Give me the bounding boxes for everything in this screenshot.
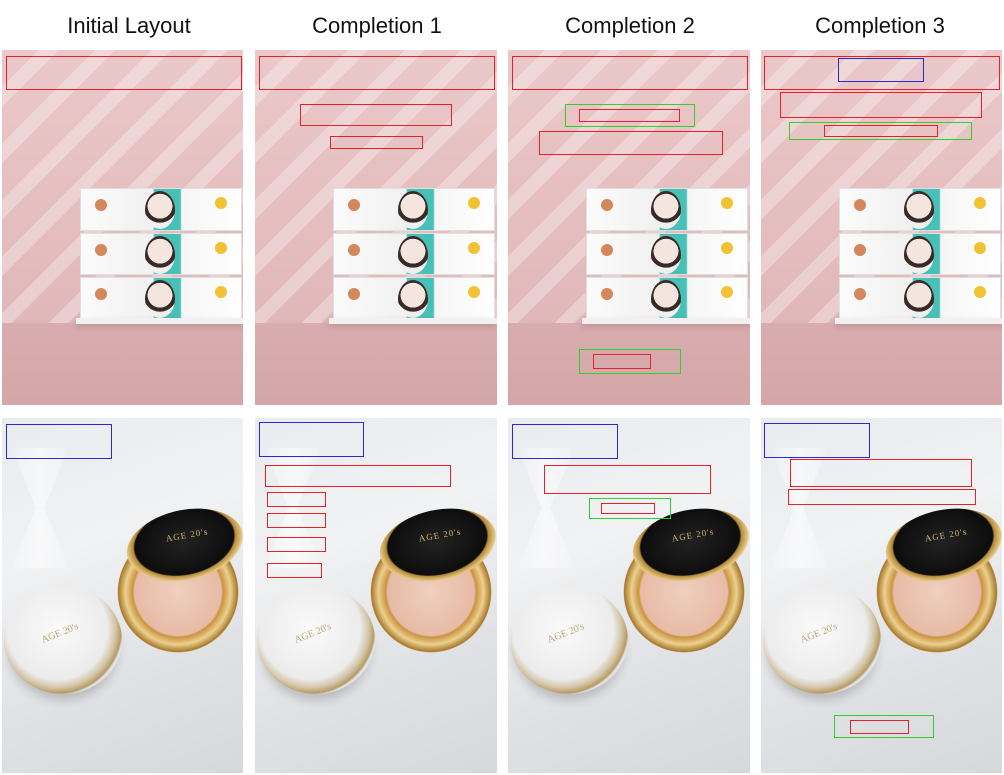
layout-box-red (265, 465, 451, 487)
shelf (76, 318, 243, 324)
layout-box-blue (764, 423, 870, 458)
layout-box-red (593, 354, 651, 369)
layout-box-red (824, 125, 938, 137)
shelf (329, 318, 497, 324)
floor (761, 323, 1002, 405)
product-box (839, 277, 1001, 321)
layout-box-red (512, 56, 748, 90)
closed-cushion-compact (510, 586, 628, 694)
product-box (839, 232, 1001, 276)
layout-box-red (850, 720, 909, 734)
layout-box-blue (6, 424, 112, 459)
layout-box-red (790, 459, 972, 487)
layout-box-red (601, 503, 655, 514)
layout-box-green (834, 715, 934, 738)
product-box (586, 277, 748, 321)
panel-top-completion-1 (255, 50, 497, 405)
hourglass (12, 448, 68, 568)
column-header-initial-layout: Initial Layout (67, 13, 191, 38)
product-box (80, 188, 242, 231)
layout-box-green (589, 498, 671, 519)
product-box-stack (80, 188, 242, 321)
product-box-stack (586, 188, 748, 321)
panel-top-completion-2 (508, 50, 750, 405)
product-box (586, 188, 748, 231)
closed-cushion-compact (4, 586, 122, 694)
layout-box-blue (512, 424, 618, 459)
layout-box-red (6, 56, 242, 90)
layout-box-red (267, 492, 326, 507)
shelf (835, 318, 1002, 324)
layout-box-red (788, 489, 976, 505)
layout-box-green (789, 122, 972, 140)
layout-box-red (300, 104, 452, 126)
product-box-stack (333, 188, 495, 321)
panel-top-initial (2, 50, 243, 405)
panel-top-completion-3 (761, 50, 1002, 405)
column-header-completion-3: Completion 3 (815, 13, 945, 38)
column-header-completion-1: Completion 1 (312, 13, 442, 38)
layout-box-red (539, 131, 723, 155)
layout-box-red (267, 513, 326, 528)
product-box (80, 277, 242, 321)
layout-box-green (579, 349, 681, 374)
product-box (333, 232, 495, 276)
closed-cushion-compact (763, 586, 881, 694)
floor (255, 323, 497, 405)
product-box-stack (839, 188, 1001, 321)
panel-bottom-initial: AGE 20's AGE 20's (2, 418, 243, 773)
product-box (80, 232, 242, 276)
product-box (839, 188, 1001, 231)
layout-box-red (764, 56, 1000, 90)
column-header-completion-2: Completion 2 (565, 13, 695, 38)
layout-box-red (579, 109, 680, 122)
panel-bottom-completion-3: AGE 20's AGE 20's (761, 418, 1002, 773)
layout-box-blue (259, 422, 364, 457)
layout-box-red (267, 537, 326, 552)
layout-box-red (259, 56, 495, 90)
product-box (333, 277, 495, 321)
layout-box-green (565, 104, 695, 127)
panel-bottom-completion-1: AGE 20's AGE 20's (255, 418, 497, 773)
product-box (333, 188, 495, 231)
panel-bottom-completion-2: AGE 20's AGE 20's (508, 418, 750, 773)
layout-box-red (544, 465, 711, 494)
floor (508, 323, 750, 405)
closed-cushion-compact (257, 586, 375, 694)
product-box (586, 232, 748, 276)
floor (2, 323, 243, 405)
layout-box-red (267, 563, 322, 578)
shelf (582, 318, 750, 324)
layout-box-blue (838, 58, 924, 82)
layout-box-red (780, 92, 982, 118)
layout-box-red (330, 136, 423, 149)
